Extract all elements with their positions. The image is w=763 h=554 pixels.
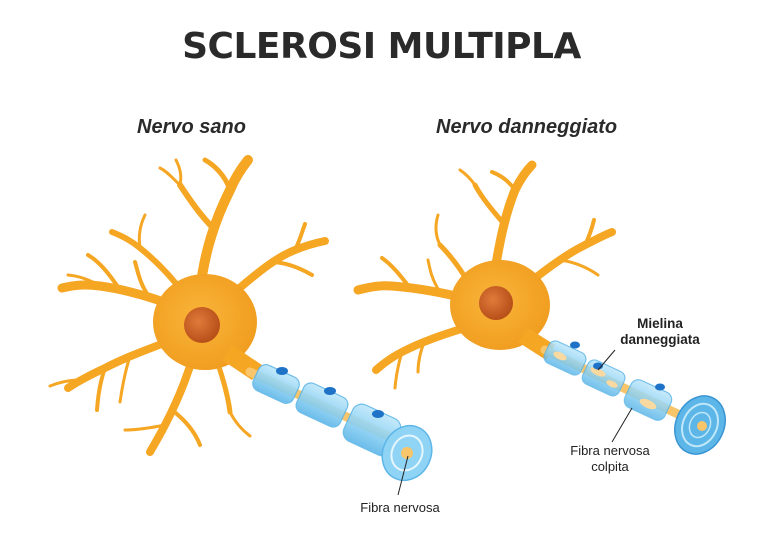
damaged-myelin-label: Mielina danneggiata	[610, 316, 710, 348]
healthy-neuron	[48, 155, 433, 496]
damaged-dendrites	[353, 160, 616, 390]
damaged-nerve-title: Nervo danneggiato	[436, 116, 618, 138]
colpita-label-pointer	[611, 407, 633, 443]
myelin-label-pointer	[597, 349, 616, 371]
fiber-label: Fibra nervosa	[360, 500, 440, 515]
healthy-nerve-title: Nervo sano	[137, 116, 246, 138]
healthy-axon	[245, 364, 433, 482]
damaged-myelin-label-line2: danneggiata	[620, 332, 700, 347]
fiber-label-pointer	[397, 455, 409, 496]
damaged-myelin-label-line1: Mielina	[637, 316, 683, 331]
page-title: SCLEROSI MULTIPLA	[182, 26, 581, 67]
healthy-fiber-cross-section	[381, 424, 433, 482]
affected-fiber-label-line1: Fibra nervosa	[570, 443, 650, 458]
affected-fiber-label-line2: colpita	[591, 459, 629, 474]
damaged-nucleus	[479, 286, 513, 320]
affected-fiber-label: Fibra nervosa colpita	[555, 443, 665, 475]
damaged-neuron	[353, 160, 726, 455]
damaged-axon	[540, 340, 726, 455]
damaged-fiber-cross-section	[674, 395, 726, 455]
healthy-nucleus	[184, 307, 220, 343]
damage-patches	[553, 351, 657, 410]
healthy-dendrites	[48, 155, 329, 456]
healthy-schwann-nuclei	[276, 367, 384, 418]
